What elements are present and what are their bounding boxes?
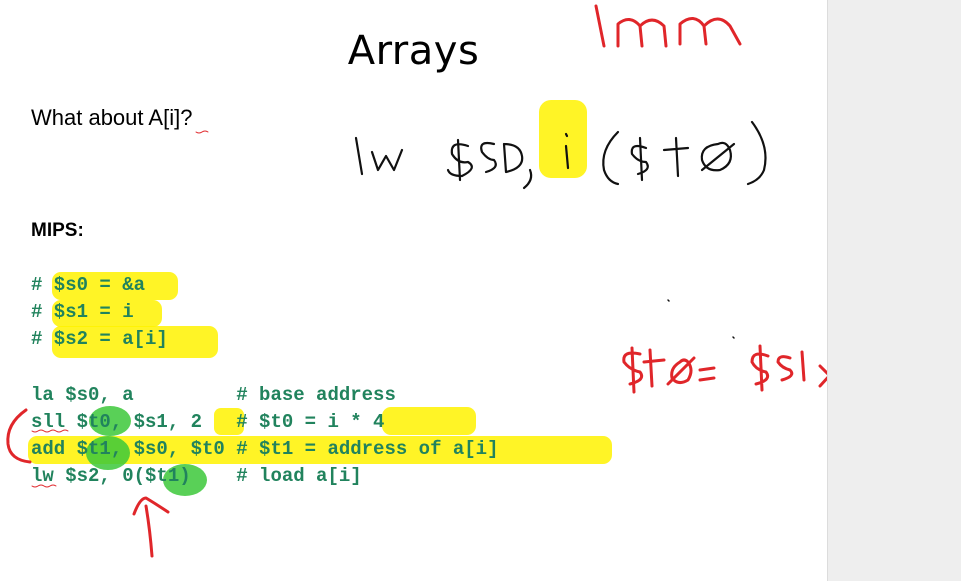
code-line: la $s0, a # base address [31, 384, 396, 406]
arrow-up [132, 496, 170, 558]
slide-canvas: Arrays What about A[i]? MIPS: # $s0 = &a… [6, 4, 827, 558]
mips-code: la $s0, a # base address sll $t0, $s1, 2 … [31, 382, 498, 490]
handwriting-lw [354, 120, 767, 190]
code-line: add $t1, $s0, $t0 # $t1 = address of a[i… [31, 438, 499, 460]
bracket-mark [6, 408, 32, 464]
slide-title: Arrays [347, 28, 480, 74]
comment-line: # $s2 = a[i] [31, 328, 168, 350]
question-text: What about A[i]? [31, 105, 193, 130]
comment-line: # $s0 = &a [31, 274, 146, 296]
highlight-i-lw [539, 100, 587, 178]
mips-label: MIPS: [31, 220, 84, 241]
code-line: sll $t0, $s1, 2 # $t0 = i * 4 [31, 411, 385, 433]
register-comments: # $s0 = &a # $s1 = i # $s2 = a[i] [31, 272, 168, 353]
code-line: lw $s2, 0($t1) # load a[i] [31, 465, 362, 487]
comment-line: # $s1 = i [31, 301, 134, 323]
side-panel [827, 0, 961, 581]
handwriting-shift [622, 344, 827, 394]
